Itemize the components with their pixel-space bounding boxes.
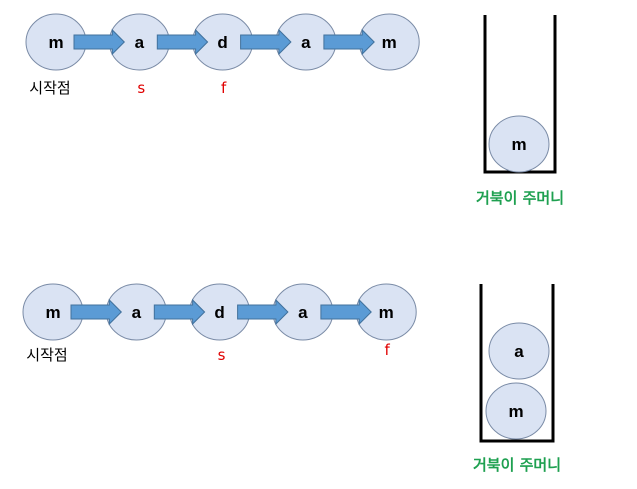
node-label: d [214,303,224,322]
arrow-icon [237,298,289,326]
node-label: a [135,33,145,52]
node-label: m [45,303,60,322]
bag-item: a [488,322,550,380]
arrow-icon [156,28,209,56]
fast-pointer-label: f [221,79,227,97]
node-label: m [48,33,63,52]
arrow-icon [70,298,123,326]
turtle-bag: m 거북이 주머니 [476,15,564,207]
bag-item-label: a [514,342,524,361]
start-label: 시작점 [29,79,70,97]
node-1: m [22,283,84,341]
arrow-icon [323,28,375,56]
row-1: m a d a m 시작점 s f m 거북이 주머니 [25,13,564,207]
node-label: a [132,303,142,322]
row-2: m a d a m 시작점 s f a m 거북이 주머니 [22,283,561,474]
bag-label: 거북이 주머니 [473,456,561,474]
bag-label: 거북이 주머니 [476,189,564,207]
node-label: d [217,33,227,52]
bag-item: m [485,382,547,440]
bag-item-circle [488,322,550,380]
slow-pointer-label: s [137,79,145,97]
turtle-bag: a m 거북이 주머니 [473,284,561,474]
bag-item-label: m [511,135,526,154]
bag-item: m [488,115,550,173]
node-label: a [298,303,308,322]
node-label: a [301,33,311,52]
arrow-icon [240,28,292,56]
node-label: m [379,303,394,322]
bag-item-circle [488,115,550,173]
arrow-icon [153,298,206,326]
fast-pointer-label: f [385,341,391,359]
start-label: 시작점 [26,346,67,364]
bag-item-label: m [508,402,523,421]
arrow-icon [73,28,126,56]
bag-item-circle [485,382,547,440]
bag-container [479,284,555,443]
arrow-icon [320,298,372,326]
node-label: m [382,33,397,52]
slow-pointer-label: s [218,346,226,364]
